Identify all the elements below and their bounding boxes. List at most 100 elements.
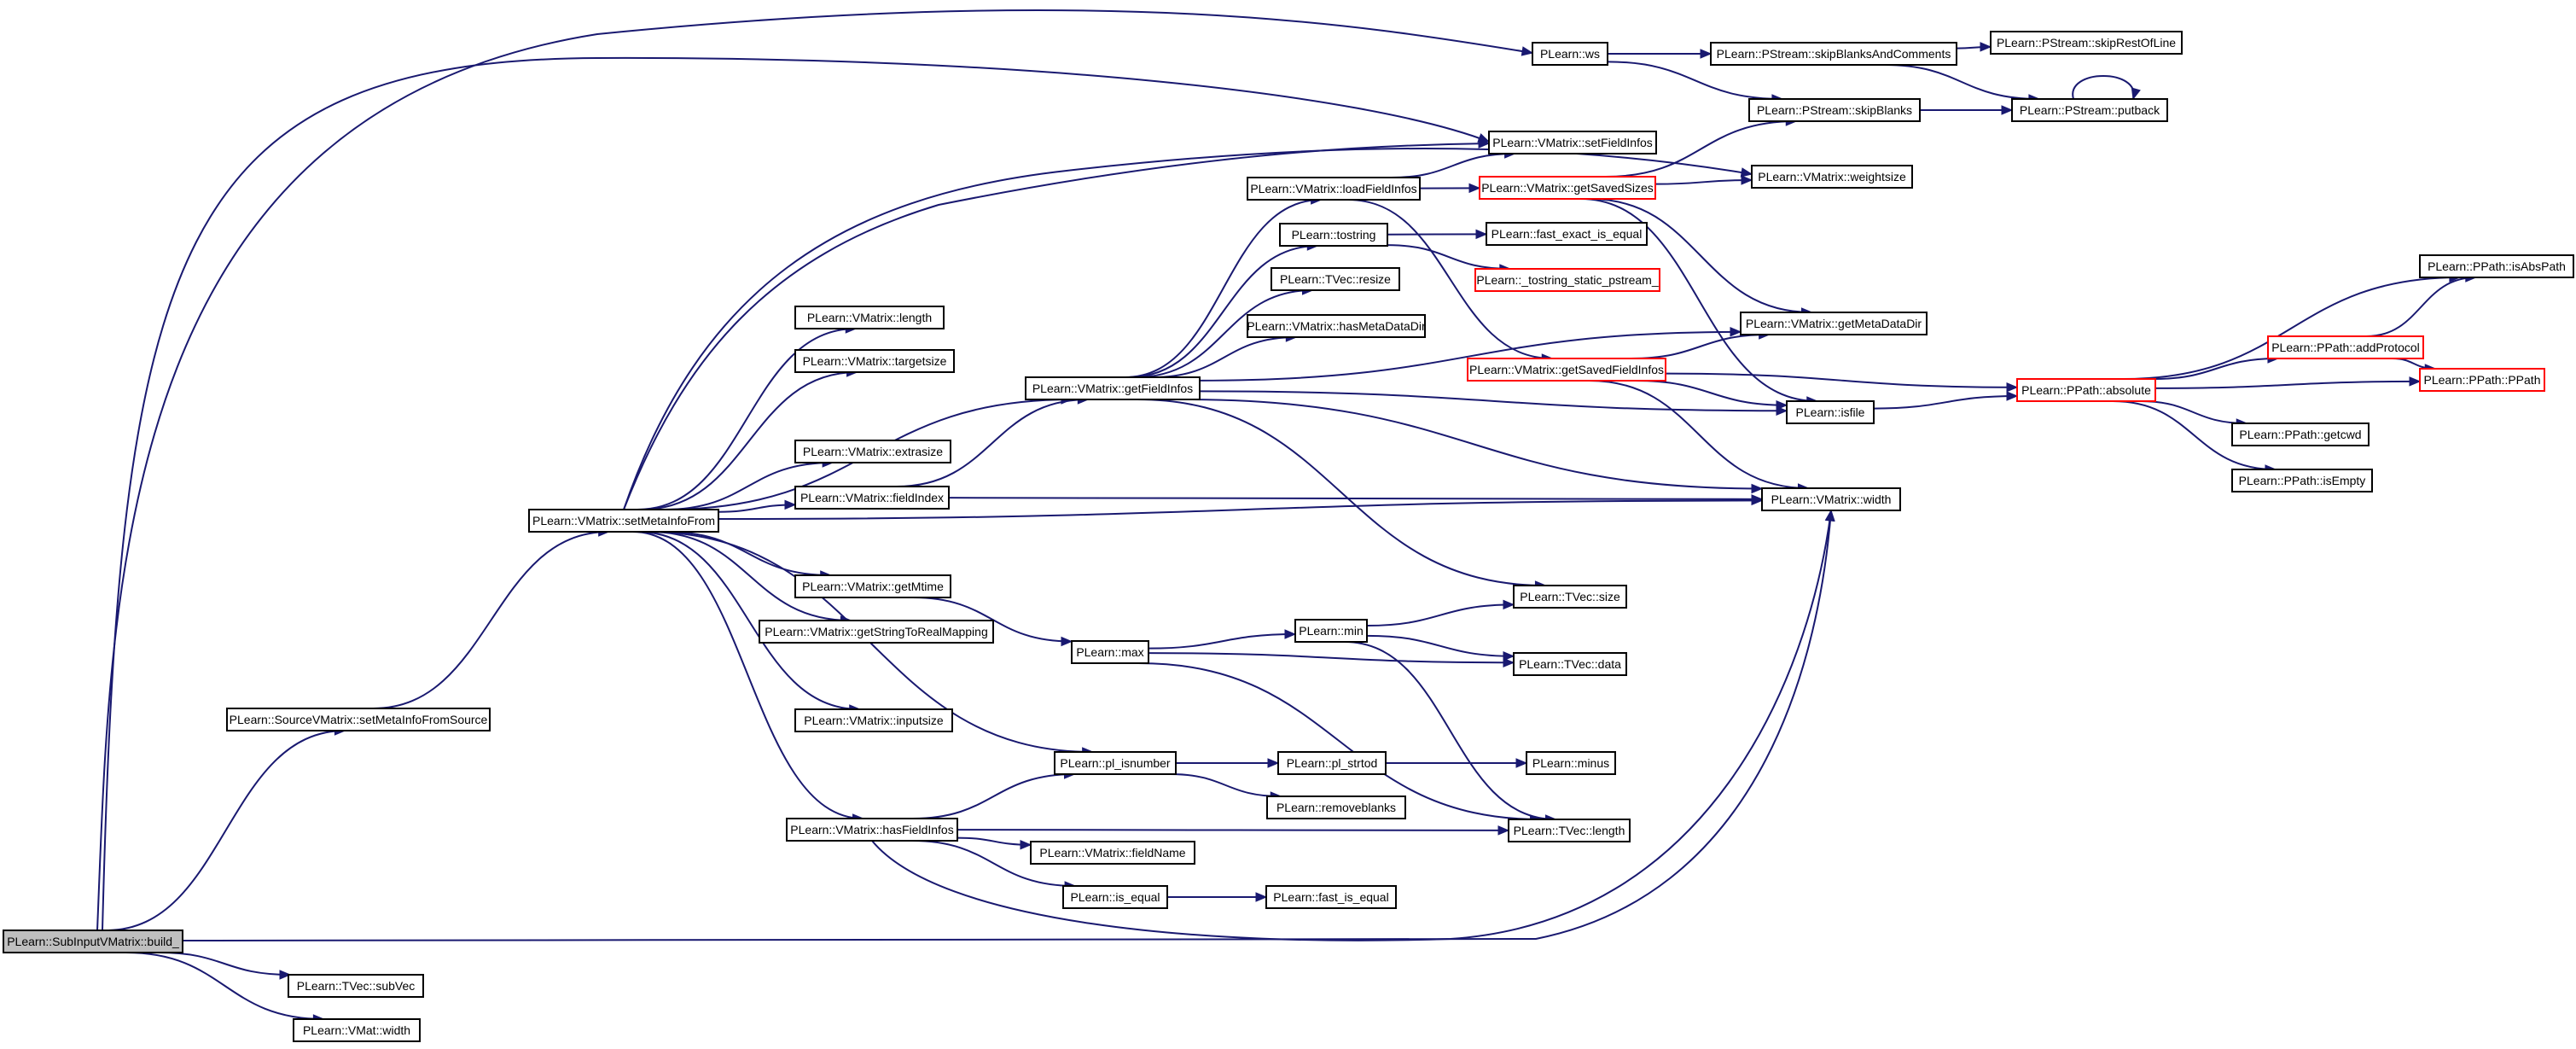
node-tostringStatic[interactable]: PLearn::_tostring_static_pstream_ <box>1474 268 1660 292</box>
node-label: PLearn::PStream::putback <box>2020 103 2160 117</box>
node-addProtocol[interactable]: PLearn::PPath::addProtocol <box>2267 335 2424 359</box>
node-tvecResize[interactable]: PLearn::TVec::resize <box>1271 267 1400 291</box>
arrowhead <box>2006 391 2019 401</box>
node-label: PLearn::ws <box>1540 47 1600 61</box>
node-box <box>794 574 951 598</box>
node-tostring[interactable]: PLearn::tostring <box>1279 223 1388 247</box>
node-setFieldInfos[interactable]: PLearn::VMatrix::setFieldInfos <box>1488 131 1657 154</box>
node-weightsize[interactable]: PLearn::VMatrix::weightsize <box>1751 165 1913 189</box>
arrowhead <box>2131 87 2141 101</box>
node-extrasize[interactable]: PLearn::VMatrix::extrasize <box>794 440 951 463</box>
edge-getSavedFieldInfos-to-absolute <box>1665 372 2019 393</box>
arrowhead <box>1255 892 1268 902</box>
node-vmatrixWidth[interactable]: PLearn::VMatrix::width <box>1761 487 1901 511</box>
edge-getFieldInfos-to-tvecSize <box>1137 399 1547 591</box>
node-tvecLength[interactable]: PLearn::TVec::length <box>1508 819 1631 842</box>
node-skipBlanksAndComments[interactable]: PLearn::PStream::skipBlanksAndComments <box>1710 42 1957 66</box>
arrowhead <box>1284 629 1297 639</box>
node-label: PLearn::TVec::subVec <box>297 979 416 993</box>
arrowhead <box>1700 49 1712 59</box>
node-skipBlanks[interactable]: PLearn::PStream::skipBlanks <box>1748 98 1921 122</box>
node-tvecSize[interactable]: PLearn::TVec::size <box>1513 585 1627 609</box>
node-max[interactable]: PLearn::max <box>1071 640 1149 664</box>
node-box <box>794 306 945 329</box>
node-putback[interactable]: PLearn::PStream::putback <box>2011 98 2168 122</box>
node-isfile[interactable]: PLearn::isfile <box>1786 400 1875 424</box>
node-box <box>1271 267 1400 291</box>
node-label: PLearn::VMatrix::getSavedSizes <box>1481 181 1654 195</box>
node-ws[interactable]: PLearn::ws <box>1532 42 1608 66</box>
arrowhead <box>1478 138 1491 149</box>
edge-tostring-to-fastExactIsEqual <box>1387 229 1488 240</box>
node-label: PLearn::PStream::skipBlanksAndComments <box>1717 47 1951 61</box>
arrowhead <box>1497 825 1510 836</box>
node-getFieldInfos[interactable]: PLearn::VMatrix::getFieldInfos <box>1025 376 1201 400</box>
node-getMetaDataDir[interactable]: PLearn::VMatrix::getMetaDataDir <box>1740 312 1928 335</box>
node-setMetaInfoFromSource[interactable]: PLearn::SourceVMatrix::setMetaInfoFromSo… <box>226 708 491 731</box>
node-box <box>1990 31 2183 55</box>
node-plIsnumber[interactable]: PLearn::pl_isnumber <box>1054 751 1177 775</box>
node-box <box>288 974 424 998</box>
node-isEqual[interactable]: PLearn::is_equal <box>1062 885 1168 909</box>
node-getSavedFieldInfos[interactable]: PLearn::VMatrix::getSavedFieldInfos <box>1467 358 1666 382</box>
node-label: PLearn::VMatrix::hasFieldInfos <box>790 823 953 836</box>
node-label: PLearn::max <box>1076 645 1143 659</box>
arrowhead <box>2409 376 2422 387</box>
node-inputsize[interactable]: PLearn::VMatrix::inputsize <box>794 708 953 732</box>
node-skipRestOfLine[interactable]: PLearn::PStream::skipRestOfLine <box>1990 31 2183 55</box>
edge-hasFieldInfos-to-tvecLength <box>957 825 1510 836</box>
node-fastIsEqual[interactable]: PLearn::fast_is_equal <box>1265 885 1397 909</box>
node-box <box>1488 131 1657 154</box>
node-minus[interactable]: PLearn::minus <box>1526 751 1616 775</box>
node-targetsize[interactable]: PLearn::VMatrix::targetsize <box>794 349 955 373</box>
node-box <box>226 708 491 731</box>
node-plStrtod[interactable]: PLearn::pl_strtod <box>1277 751 1387 775</box>
node-label: PLearn::VMatrix::weightsize <box>1758 170 1906 184</box>
node-fieldIndex[interactable]: PLearn::VMatrix::fieldIndex <box>794 486 950 510</box>
node-removeblanks[interactable]: PLearn::removeblanks <box>1266 795 1406 819</box>
node-getMtime[interactable]: PLearn::VMatrix::getMtime <box>794 574 951 598</box>
arrowhead <box>1740 167 1753 178</box>
edge-isfile-to-absolute <box>1873 391 2019 410</box>
node-isEmpty[interactable]: PLearn::PPath::isEmpty <box>2231 469 2373 492</box>
node-box <box>2419 254 2574 278</box>
node-absolute[interactable]: PLearn::PPath::absolute <box>2016 378 2156 402</box>
node-length[interactable]: PLearn::VMatrix::length <box>794 306 945 329</box>
node-tvecData[interactable]: PLearn::TVec::data <box>1513 652 1627 676</box>
node-subVec[interactable]: PLearn::TVec::subVec <box>288 974 424 998</box>
node-getcwd[interactable]: PLearn::PPath::getcwd <box>2231 423 2370 446</box>
node-getSavedSizes[interactable]: PLearn::VMatrix::getSavedSizes <box>1479 176 1656 200</box>
arrowhead <box>1776 399 1788 411</box>
node-hasFieldInfos[interactable]: PLearn::VMatrix::hasFieldInfos <box>786 818 958 842</box>
call-edges <box>96 9 2478 1024</box>
node-box <box>1526 751 1616 775</box>
node-label: PLearn::pl_strtod <box>1287 756 1378 770</box>
node-box <box>794 486 950 510</box>
node-box <box>2231 469 2373 492</box>
node-label: PLearn::_tostring_static_pstream_ <box>1476 273 1658 287</box>
edge-getSavedSizes-to-weightsize <box>1654 175 1753 185</box>
node-fieldName[interactable]: PLearn::VMatrix::fieldName <box>1030 841 1195 865</box>
node-ppath[interactable]: PLearn::PPath::PPath <box>2419 368 2545 392</box>
arrowhead <box>1751 494 1764 504</box>
node-setMetaInfoFrom[interactable]: PLearn::VMatrix::setMetaInfoFrom <box>528 509 719 533</box>
node-box <box>1532 42 1608 66</box>
edge-ws-to-skipBlanks <box>1607 61 1784 104</box>
node-box <box>1486 222 1648 246</box>
node-box <box>1513 585 1627 609</box>
node-label: PLearn::PPath::addProtocol <box>2271 341 2420 354</box>
node-getStringToRealMapping[interactable]: PLearn::VMatrix::getStringToRealMapping <box>759 620 994 644</box>
node-box <box>1030 841 1195 865</box>
node-fastExactIsEqual[interactable]: PLearn::fast_exact_is_equal <box>1486 222 1648 246</box>
node-build[interactable]: PLearn::SubInputVMatrix::build_ <box>3 930 183 953</box>
node-box <box>1062 885 1168 909</box>
node-hasMetaDataDir[interactable]: PLearn::VMatrix::hasMetaDataDir <box>1247 314 1426 338</box>
node-vmatWidth[interactable]: PLearn::VMat::width <box>293 1018 421 1042</box>
node-isAbsPath[interactable]: PLearn::PPath::isAbsPath <box>2419 254 2574 278</box>
node-box <box>1513 652 1627 676</box>
node-box <box>1294 619 1368 643</box>
node-min[interactable]: PLearn::min <box>1294 619 1368 643</box>
arrowhead <box>1980 42 1992 52</box>
node-label: PLearn::VMatrix::length <box>807 311 932 324</box>
node-loadFieldInfos[interactable]: PLearn::VMatrix::loadFieldInfos <box>1247 177 1421 201</box>
